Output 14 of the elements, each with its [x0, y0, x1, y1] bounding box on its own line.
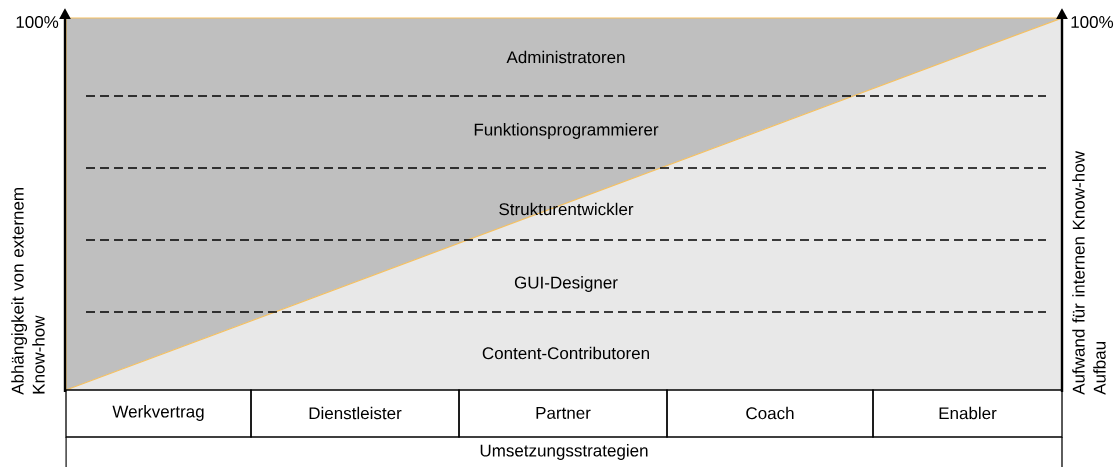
layer-label: GUI-Designer	[514, 276, 618, 292]
layer-label: Content-Contributoren	[482, 346, 649, 360]
axis-label: Abhängigkeit von externem Know-how	[11, 188, 45, 395]
table-cell: Dienstleister	[250, 389, 460, 438]
percent-label: 100%	[16, 16, 59, 29]
layer-label: Funktionsprogrammierer	[474, 123, 659, 139]
table-cell: Coach	[666, 389, 874, 438]
layer-label: Administratoren	[506, 50, 625, 64]
table-cell: Umsetzungsstrategien	[65, 436, 1063, 467]
table-cell: Enabler	[872, 389, 1063, 438]
table-cell: Partner	[458, 389, 668, 438]
table-cell: Werkvertrag	[65, 389, 252, 438]
axis-label: Aufwand für internen Know-how Aufbau	[1072, 151, 1106, 395]
percent-label: 100%	[1071, 16, 1114, 29]
